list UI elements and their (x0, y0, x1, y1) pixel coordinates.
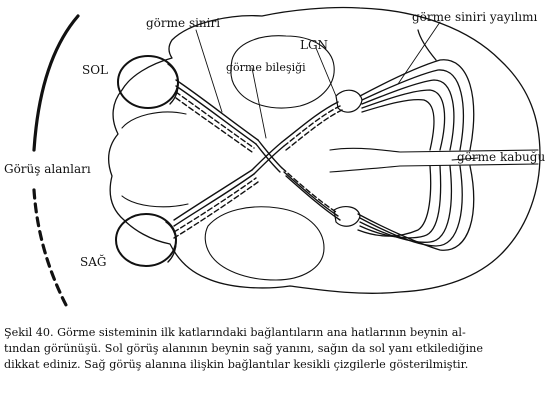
caption-line-2: tından görünüşü. Sol görüş alanının beyn… (4, 342, 483, 355)
visual-pathway-drawing (32, 6, 541, 307)
optic-chiasm-label: görme bileşiği (226, 61, 306, 74)
optic-radiation-upper (359, 29, 475, 151)
optic-radiation-label: görme siniri yayılımı (412, 10, 538, 24)
optic-tract-upper (281, 101, 343, 151)
visual-fields-label: Görüş alanları (4, 162, 91, 176)
figure-caption: Şekil 40. Görme sisteminin ilk katlarınd… (4, 325, 548, 373)
right-eye-label: SAĞ (80, 255, 107, 269)
optic-nerve-left (175, 79, 259, 153)
cortex-fissure-lower (399, 163, 539, 167)
caption-line-1: Şekil 40. Görme sisteminin ilk katlarınd… (4, 326, 466, 339)
frontal-lobe-left-curve (121, 111, 187, 129)
lgn-lower (333, 206, 361, 227)
optic-nerve-label: görme siniri (146, 16, 221, 30)
left-eye-label: SOL (82, 63, 109, 77)
midline-upper (329, 147, 401, 153)
optic-radiation-lower (357, 165, 475, 251)
visual-field-arc-left (32, 14, 80, 152)
caption-line-3: dikkat ediniz. Sağ görüş alanına ilişkin… (4, 358, 469, 371)
optic-tract-lower (281, 167, 341, 221)
temporal-lobe-upper (230, 35, 335, 109)
visual-cortex-label: görme kabuğu (457, 150, 546, 164)
midline-lower (329, 165, 401, 173)
leader-lgn (315, 47, 337, 97)
visual-pathway-figure: SOL SAĞ Görüş alanları görme siniri görm… (4, 6, 546, 307)
leader-optic-nerve (195, 29, 223, 113)
cortex-fissure-upper (399, 149, 539, 153)
left-eye-inner (167, 63, 179, 105)
leader-visual-cortex (451, 157, 479, 161)
right-eye-inner (165, 221, 177, 263)
leader-optic-chiasm (251, 67, 267, 139)
brain-outline (107, 6, 541, 294)
left-eye (117, 55, 179, 109)
temporal-lobe-lower (204, 206, 325, 281)
lgn-label: LGN (300, 38, 329, 52)
right-eye (115, 213, 177, 267)
leader-optic-radiation (397, 21, 441, 85)
lgn-upper (335, 89, 363, 113)
optic-chiasm (251, 139, 285, 175)
visual-field-arc-right (32, 188, 68, 307)
optic-nerve-right (173, 169, 259, 239)
frontal-lobe-right-curve (121, 195, 189, 208)
